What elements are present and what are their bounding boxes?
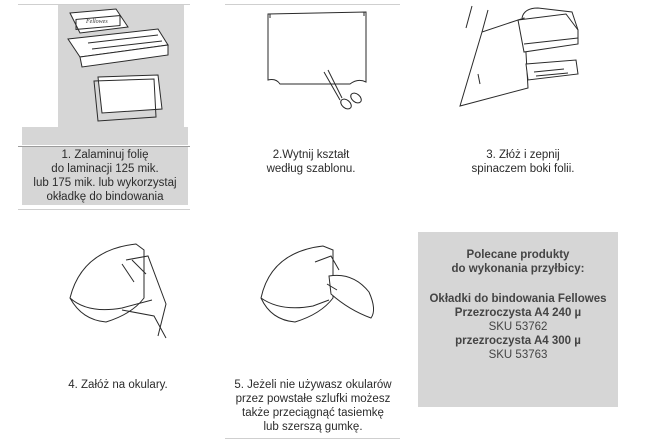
step5-caption: 5. Jeżeli nie używasz okularów przez pow… <box>234 379 392 433</box>
top-rule-2 <box>225 4 400 5</box>
faceshield-glasses-illustration <box>69 243 167 339</box>
step1-caption-rule-bottom <box>18 209 190 210</box>
step1-caption: 1. Zalaminuj folię do laminacji 125 mik.… <box>33 149 177 203</box>
products-name: Okładki do bindowania Fellowes <box>429 293 607 305</box>
faceshield-band-illustration <box>260 245 375 323</box>
laminator-illustration: Fellowes <box>67 8 169 122</box>
products-sku-53763: SKU 53763 <box>488 349 548 361</box>
laminator-brand-text: Fellowes <box>85 19 108 25</box>
stapler-illustration <box>459 5 579 107</box>
products-variant-300: przezroczysta A4 300 µ <box>455 335 581 347</box>
recommended-products-panel: Polecane produkty do wykonania przyłbicy… <box>418 232 618 407</box>
step1-caption-rule-top <box>18 146 190 147</box>
products-title: Polecane produkty do wykonania przyłbicy… <box>451 249 585 275</box>
products-sku-53762: SKU 53762 <box>488 321 548 333</box>
top-rule <box>18 4 190 5</box>
step3-caption: 3. Złóż i zepnij spinaczem boki folii. <box>471 149 575 175</box>
step4-caption: 4. Załóż na okulary. <box>68 379 168 391</box>
step1-caption-panel <box>22 127 188 145</box>
products-variant-240: Przezroczysta A4 240 µ <box>454 307 582 319</box>
bottom-rule <box>225 438 400 439</box>
scissors-template-illustration <box>267 11 367 110</box>
step2-caption: 2.Wytnij kształt według szablonu. <box>266 149 356 175</box>
step1-caption-box <box>22 147 188 205</box>
